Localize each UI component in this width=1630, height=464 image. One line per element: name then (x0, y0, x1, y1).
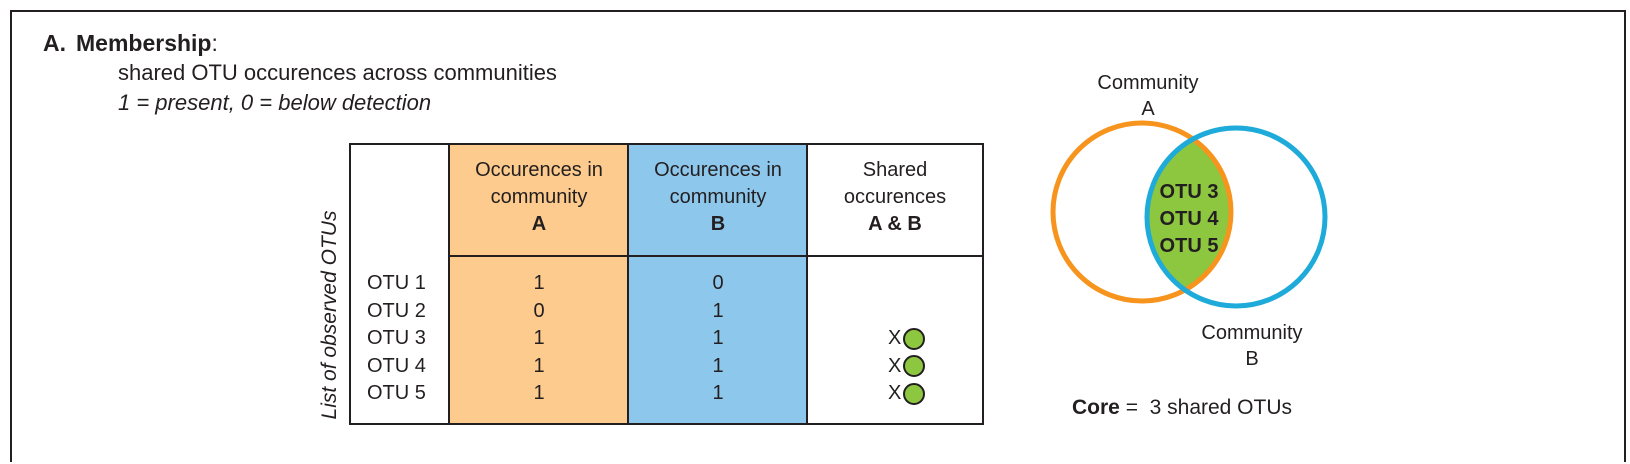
community-b-value: 1 (712, 327, 724, 349)
panel-title: Membership (76, 30, 212, 56)
panel-frame (10, 10, 1626, 462)
venn-circle-b (1144, 125, 1328, 309)
panel-heading: A. Membership: (43, 30, 218, 57)
shared-header-line1: Shared (862, 159, 928, 181)
otu-row-label: OTU 5 (367, 382, 426, 404)
shared-dot-icon (903, 355, 926, 378)
otu-row-label: OTU 3 (367, 327, 426, 349)
community-a-value: 1 (533, 382, 545, 404)
shared-dot-icon (903, 327, 926, 350)
core-text: = 3 shared OTUs (1119, 396, 1293, 419)
community-a-header-label: A (531, 213, 547, 235)
community-b-header-line2: community (669, 186, 767, 208)
shared-marker: X (888, 353, 926, 381)
shared-row (808, 298, 982, 326)
row-axis-label: List of observed OTUs (318, 210, 341, 420)
shared-row: X (808, 380, 982, 408)
community-a-value: 1 (533, 327, 545, 349)
shared-row (808, 270, 982, 298)
venn-label-b-line1: Community (1201, 322, 1303, 344)
community-a-values: 1 0 1 1 1 (450, 270, 628, 408)
shared-header-line2: occurences (843, 186, 947, 208)
community-a-value: 0 (533, 299, 545, 322)
community-b-column: Occurences in community B 0 1 1 1 1 (627, 143, 808, 425)
venn-overlap-item: OTU 4 (1160, 208, 1220, 230)
community-a-value: 1 (533, 354, 545, 377)
venn-overlap-item: OTU 5 (1160, 235, 1219, 257)
venn-label-b-line2: B (1245, 348, 1259, 370)
shared-x-label: X (888, 382, 902, 404)
community-b-value: 1 (712, 382, 724, 404)
community-a-header-line2: community (490, 186, 588, 208)
shared-dot-icon (903, 382, 926, 405)
shared-row: X (808, 353, 982, 381)
otu-row-label: OTU 2 (367, 299, 426, 322)
core-key: Core (1072, 396, 1120, 419)
shared-row: X (808, 325, 982, 353)
community-b-header-label: B (710, 213, 726, 235)
otu-name-list: OTU 1 OTU 2 OTU 3 OTU 4 OTU 5 (367, 270, 426, 408)
community-a-value: 1 (533, 272, 545, 294)
venn-circle-a (1050, 120, 1234, 304)
community-b-header-line1: Occurences in (654, 159, 782, 181)
community-b-value: 0 (712, 272, 724, 294)
header-divider (448, 255, 984, 257)
venn-label-a-line1: Community (1097, 72, 1199, 94)
shared-header-label: A & B (868, 213, 922, 235)
community-b-values: 0 1 1 1 1 (629, 270, 807, 408)
core-summary: Core = 3 shared OTUs (1072, 396, 1292, 420)
community-b-value: 1 (712, 354, 724, 377)
venn-label-a-line2: A (1141, 98, 1155, 120)
community-a-header: Occurences in community A (450, 157, 628, 238)
otu-row-label: OTU 4 (367, 354, 426, 377)
community-b-header: Occurences in community B (629, 157, 807, 238)
panel-letter: A. (43, 30, 66, 56)
venn-label-community-a: Community A (1078, 70, 1218, 122)
community-a-column: Occurences in community A 1 0 1 1 1 (448, 143, 629, 425)
panel-title-suffix: : (211, 30, 218, 56)
community-a-header-line1: Occurences in (475, 159, 603, 181)
venn-diagram: OTU 3 OTU 4 OTU 5 (1050, 120, 1328, 309)
shared-x-label: X (888, 354, 902, 377)
presence-legend-note: 1 = present, 0 = below detection (118, 90, 432, 115)
otu-name-column: OTU 1 OTU 2 OTU 3 OTU 4 OTU 5 (349, 143, 450, 425)
venn-overlap-region (1147, 128, 1231, 301)
community-b-value: 1 (712, 299, 724, 322)
venn-label-community-b: Community B (1182, 320, 1322, 372)
shared-marker: X (888, 325, 926, 353)
shared-header: Shared occurences A & B (808, 157, 982, 238)
shared-x-label: X (888, 327, 902, 349)
otu-row-label: OTU 1 (367, 272, 426, 294)
venn-overlap-item: OTU 3 (1160, 181, 1219, 203)
shared-marker: X (888, 380, 926, 408)
panel-subtitle: shared OTU occurences across communities (118, 60, 557, 85)
